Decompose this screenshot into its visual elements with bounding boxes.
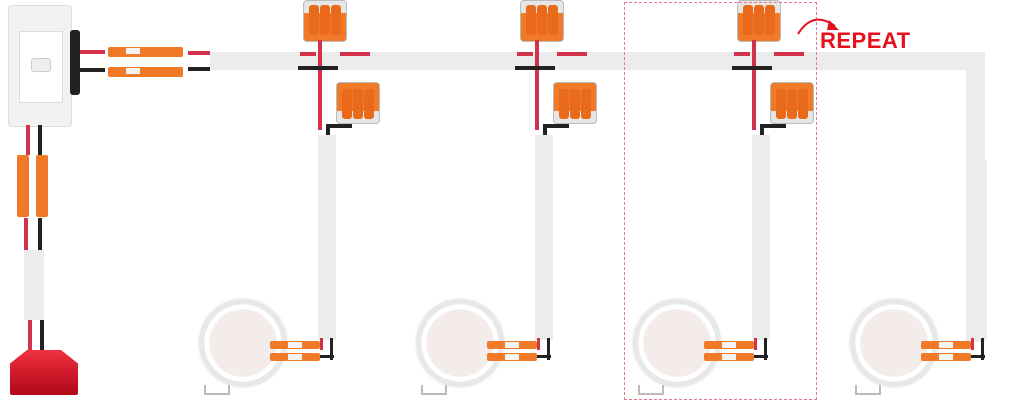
supply-hot-wire: [26, 125, 30, 155]
supply-neutral-wire: [38, 125, 42, 155]
through-hot-wire: [557, 52, 587, 56]
through-neutral-wire: [515, 66, 555, 70]
dimmer-switch: [8, 5, 72, 127]
branch-hot-wire: [300, 52, 316, 56]
branch-neutral-elbow: [760, 124, 786, 128]
branch-neutral-wire: [326, 124, 330, 136]
light-mounting-clip: [855, 385, 881, 395]
tap-hot-wire: [752, 40, 756, 130]
supply-cable: [24, 250, 44, 320]
bottom-splice-connector: [336, 82, 380, 124]
light-mounting-clip: [638, 385, 664, 395]
branch-cable: [535, 135, 553, 340]
branch-hot-wire: [734, 52, 750, 56]
through-neutral-wire: [732, 66, 772, 70]
light-mounting-clip: [204, 385, 230, 395]
branch-hot-wire: [517, 52, 533, 56]
light-connector-hot: [921, 341, 971, 349]
main-cable: [210, 52, 985, 70]
tap-hot-wire: [535, 40, 539, 130]
branch-neutral-elbow: [543, 124, 569, 128]
light-mounting-clip: [421, 385, 447, 395]
bottom-splice-connector: [553, 82, 597, 124]
dimmer-slider: [31, 58, 51, 72]
repeat-arrow-icon: [797, 18, 839, 35]
light-hot-lead: [320, 338, 323, 350]
branch-neutral-elbow: [326, 124, 352, 128]
branch-cable: [318, 135, 336, 340]
supply-connector-right: [36, 155, 48, 217]
light-hot-lead: [754, 338, 757, 350]
light-connector-neutral-wire: [320, 355, 334, 358]
light-connector-hot: [704, 341, 754, 349]
light-connector-neutral-wire: [754, 355, 768, 358]
light-connector-neutral-wire: [537, 355, 551, 358]
light-neutral-lead: [330, 338, 333, 360]
top-splice-connector: [520, 0, 564, 42]
repeat-section-outline: [624, 2, 817, 400]
through-neutral-wire: [298, 66, 338, 70]
light-neutral-lead: [981, 338, 984, 360]
light-connector-neutral: [921, 353, 971, 361]
cable-neutral-wire: [188, 67, 210, 71]
supply-connector-left: [17, 155, 29, 217]
inline-connector-neutral: [108, 67, 183, 77]
dimmer-side-mount: [70, 30, 80, 95]
supply-neutral-wire-lower: [38, 218, 42, 253]
light-neutral-lead: [764, 338, 767, 360]
branch-neutral-wire: [543, 124, 547, 136]
light-neutral-lead: [547, 338, 550, 360]
branch-neutral-wire: [760, 124, 764, 136]
repeat-label: REPEAT: [820, 28, 911, 53]
inline-connector-hot: [108, 47, 183, 57]
supply-hot-wire-lower: [24, 218, 28, 253]
fuse-neutral-wire: [40, 320, 44, 350]
light-connector-neutral: [704, 353, 754, 361]
light-hot-lead: [971, 338, 974, 350]
light-connector-neutral-wire: [971, 355, 985, 358]
light-hot-lead: [537, 338, 540, 350]
top-splice-connector: [737, 0, 781, 42]
switch-hot-wire: [80, 50, 105, 54]
light-connector-neutral: [270, 353, 320, 361]
fuse-hot-wire: [28, 320, 32, 350]
top-splice-connector: [303, 0, 347, 42]
blade-fuse: [10, 350, 78, 395]
branch-cable: [969, 160, 987, 340]
through-hot-wire: [774, 52, 804, 56]
switch-neutral-wire: [80, 68, 105, 72]
tap-hot-wire: [318, 40, 322, 130]
cable-hot-wire: [188, 51, 210, 55]
branch-cable: [752, 135, 770, 340]
light-connector-neutral: [487, 353, 537, 361]
light-connector-hot: [270, 341, 320, 349]
through-hot-wire: [340, 52, 370, 56]
light-connector-hot: [487, 341, 537, 349]
